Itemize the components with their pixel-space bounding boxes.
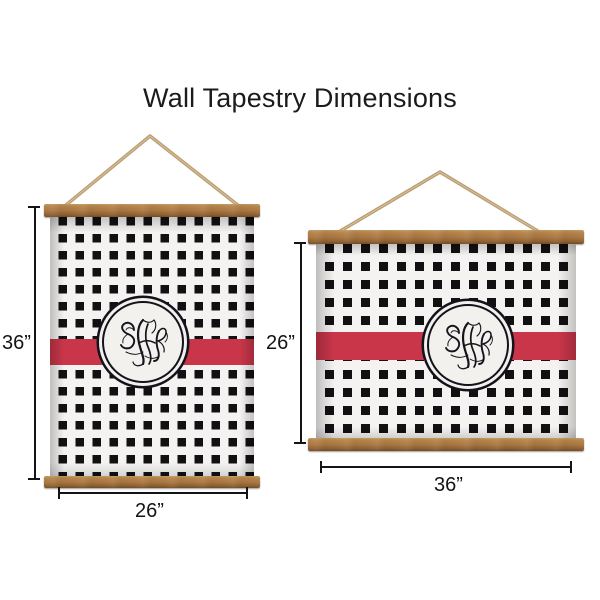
monogram-medallion bbox=[102, 301, 184, 383]
monogram-script-icon bbox=[120, 318, 168, 367]
dimension-left-width-label: 26” bbox=[135, 500, 164, 522]
tapestry-fabric-portrait bbox=[50, 217, 254, 478]
dimension-left-height-label: 36” bbox=[2, 332, 31, 354]
page-title: Wall Tapestry Dimensions bbox=[143, 83, 457, 113]
rope-icon bbox=[56, 134, 248, 214]
portrait-tapestry[interactable] bbox=[44, 128, 260, 488]
monogram-medallion bbox=[427, 304, 509, 386]
rope-hanger bbox=[308, 166, 584, 240]
monogram-script-icon bbox=[445, 321, 493, 370]
dimension-right-width-label: 36” bbox=[434, 474, 463, 496]
bottom-dowel-rod bbox=[44, 476, 260, 488]
bottom-dowel-rod bbox=[308, 438, 584, 451]
tapestry-fabric-landscape bbox=[316, 244, 576, 438]
dimension-right-height-label: 26” bbox=[266, 332, 295, 354]
rope-hanger bbox=[44, 128, 260, 214]
landscape-tapestry[interactable] bbox=[308, 166, 584, 456]
top-dowel-rod bbox=[308, 230, 584, 244]
top-dowel-rod bbox=[44, 204, 260, 217]
rope-icon bbox=[328, 170, 550, 240]
